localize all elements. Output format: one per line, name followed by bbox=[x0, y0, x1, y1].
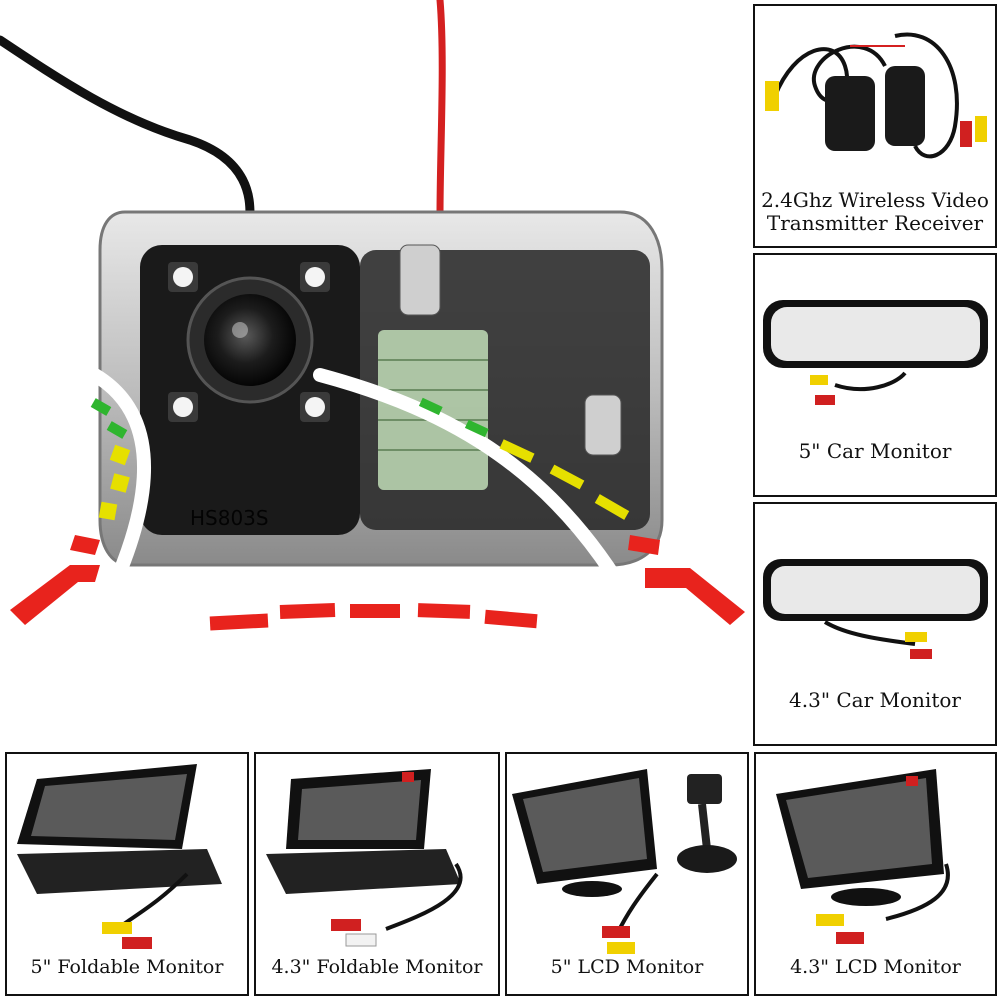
panel-car-monitor-43: 4.3" Car Monitor bbox=[753, 502, 997, 746]
car-monitor-43-caption: 4.3" Car Monitor bbox=[789, 688, 961, 712]
monitor-base bbox=[266, 849, 461, 894]
lcd-monitor-43-image bbox=[776, 769, 950, 944]
foldable-monitor-5-image bbox=[17, 764, 222, 949]
transmitter-box bbox=[825, 76, 875, 151]
black-cable bbox=[0, 35, 255, 220]
screw-post-right bbox=[584, 394, 622, 456]
guideline-red bbox=[10, 535, 745, 631]
wireless-kit-image bbox=[765, 32, 987, 159]
white-arc-right bbox=[313, 368, 647, 627]
panel-lcd-5: 5" LCD Monitor bbox=[505, 752, 749, 996]
mirror-monitor-5-image bbox=[763, 300, 988, 405]
lens-glare bbox=[232, 322, 248, 338]
panel-car-monitor-5: 5" Car Monitor bbox=[753, 253, 997, 497]
panel-foldable-5: 5" Foldable Monitor bbox=[5, 752, 249, 996]
screw-post-top bbox=[399, 244, 441, 316]
lcd-43-caption: 4.3" LCD Monitor bbox=[790, 956, 961, 978]
mirror-glass bbox=[771, 566, 980, 614]
panel-lcd-43: 4.3" LCD Monitor bbox=[754, 752, 997, 996]
wireless-caption-line2: Transmitter Receiver bbox=[766, 211, 984, 235]
foldable-monitor-43-image bbox=[266, 769, 463, 947]
suction-bracket bbox=[687, 774, 722, 804]
car-monitor-5-caption: 5" Car Monitor bbox=[798, 439, 952, 463]
reversing-camera-photo: HS803S bbox=[0, 0, 745, 632]
wireless-caption-line1: 2.4Ghz Wireless Video bbox=[761, 188, 989, 212]
rca-yellow-plug bbox=[765, 81, 779, 111]
lcd-5-caption: 5" LCD Monitor bbox=[550, 956, 704, 978]
mirror-glass bbox=[771, 307, 980, 361]
mirror-monitor-43-image bbox=[763, 559, 988, 659]
housing-marking: HS803S bbox=[190, 506, 269, 530]
suction-cup bbox=[677, 845, 737, 873]
guideline-green bbox=[90, 397, 489, 439]
foldable-43-caption: 4.3" Foldable Monitor bbox=[271, 956, 483, 978]
monitor-stand bbox=[562, 881, 622, 897]
panel-foldable-43: 4.3" Foldable Monitor bbox=[254, 752, 500, 996]
monitor-stand bbox=[831, 888, 901, 906]
monitor-base bbox=[17, 849, 222, 894]
receiver-box bbox=[885, 66, 925, 146]
red-cable bbox=[436, 0, 446, 219]
camera-lens bbox=[204, 294, 296, 386]
panel-wireless-kit: 2.4Ghz Wireless Video Transmitter Receiv… bbox=[753, 4, 997, 248]
white-arc-left bbox=[88, 368, 151, 632]
foldable-5-caption: 5" Foldable Monitor bbox=[30, 956, 224, 978]
lcd-monitor-5-image bbox=[512, 769, 737, 954]
led-lights bbox=[168, 262, 330, 422]
guideline-yellow bbox=[98, 439, 630, 521]
